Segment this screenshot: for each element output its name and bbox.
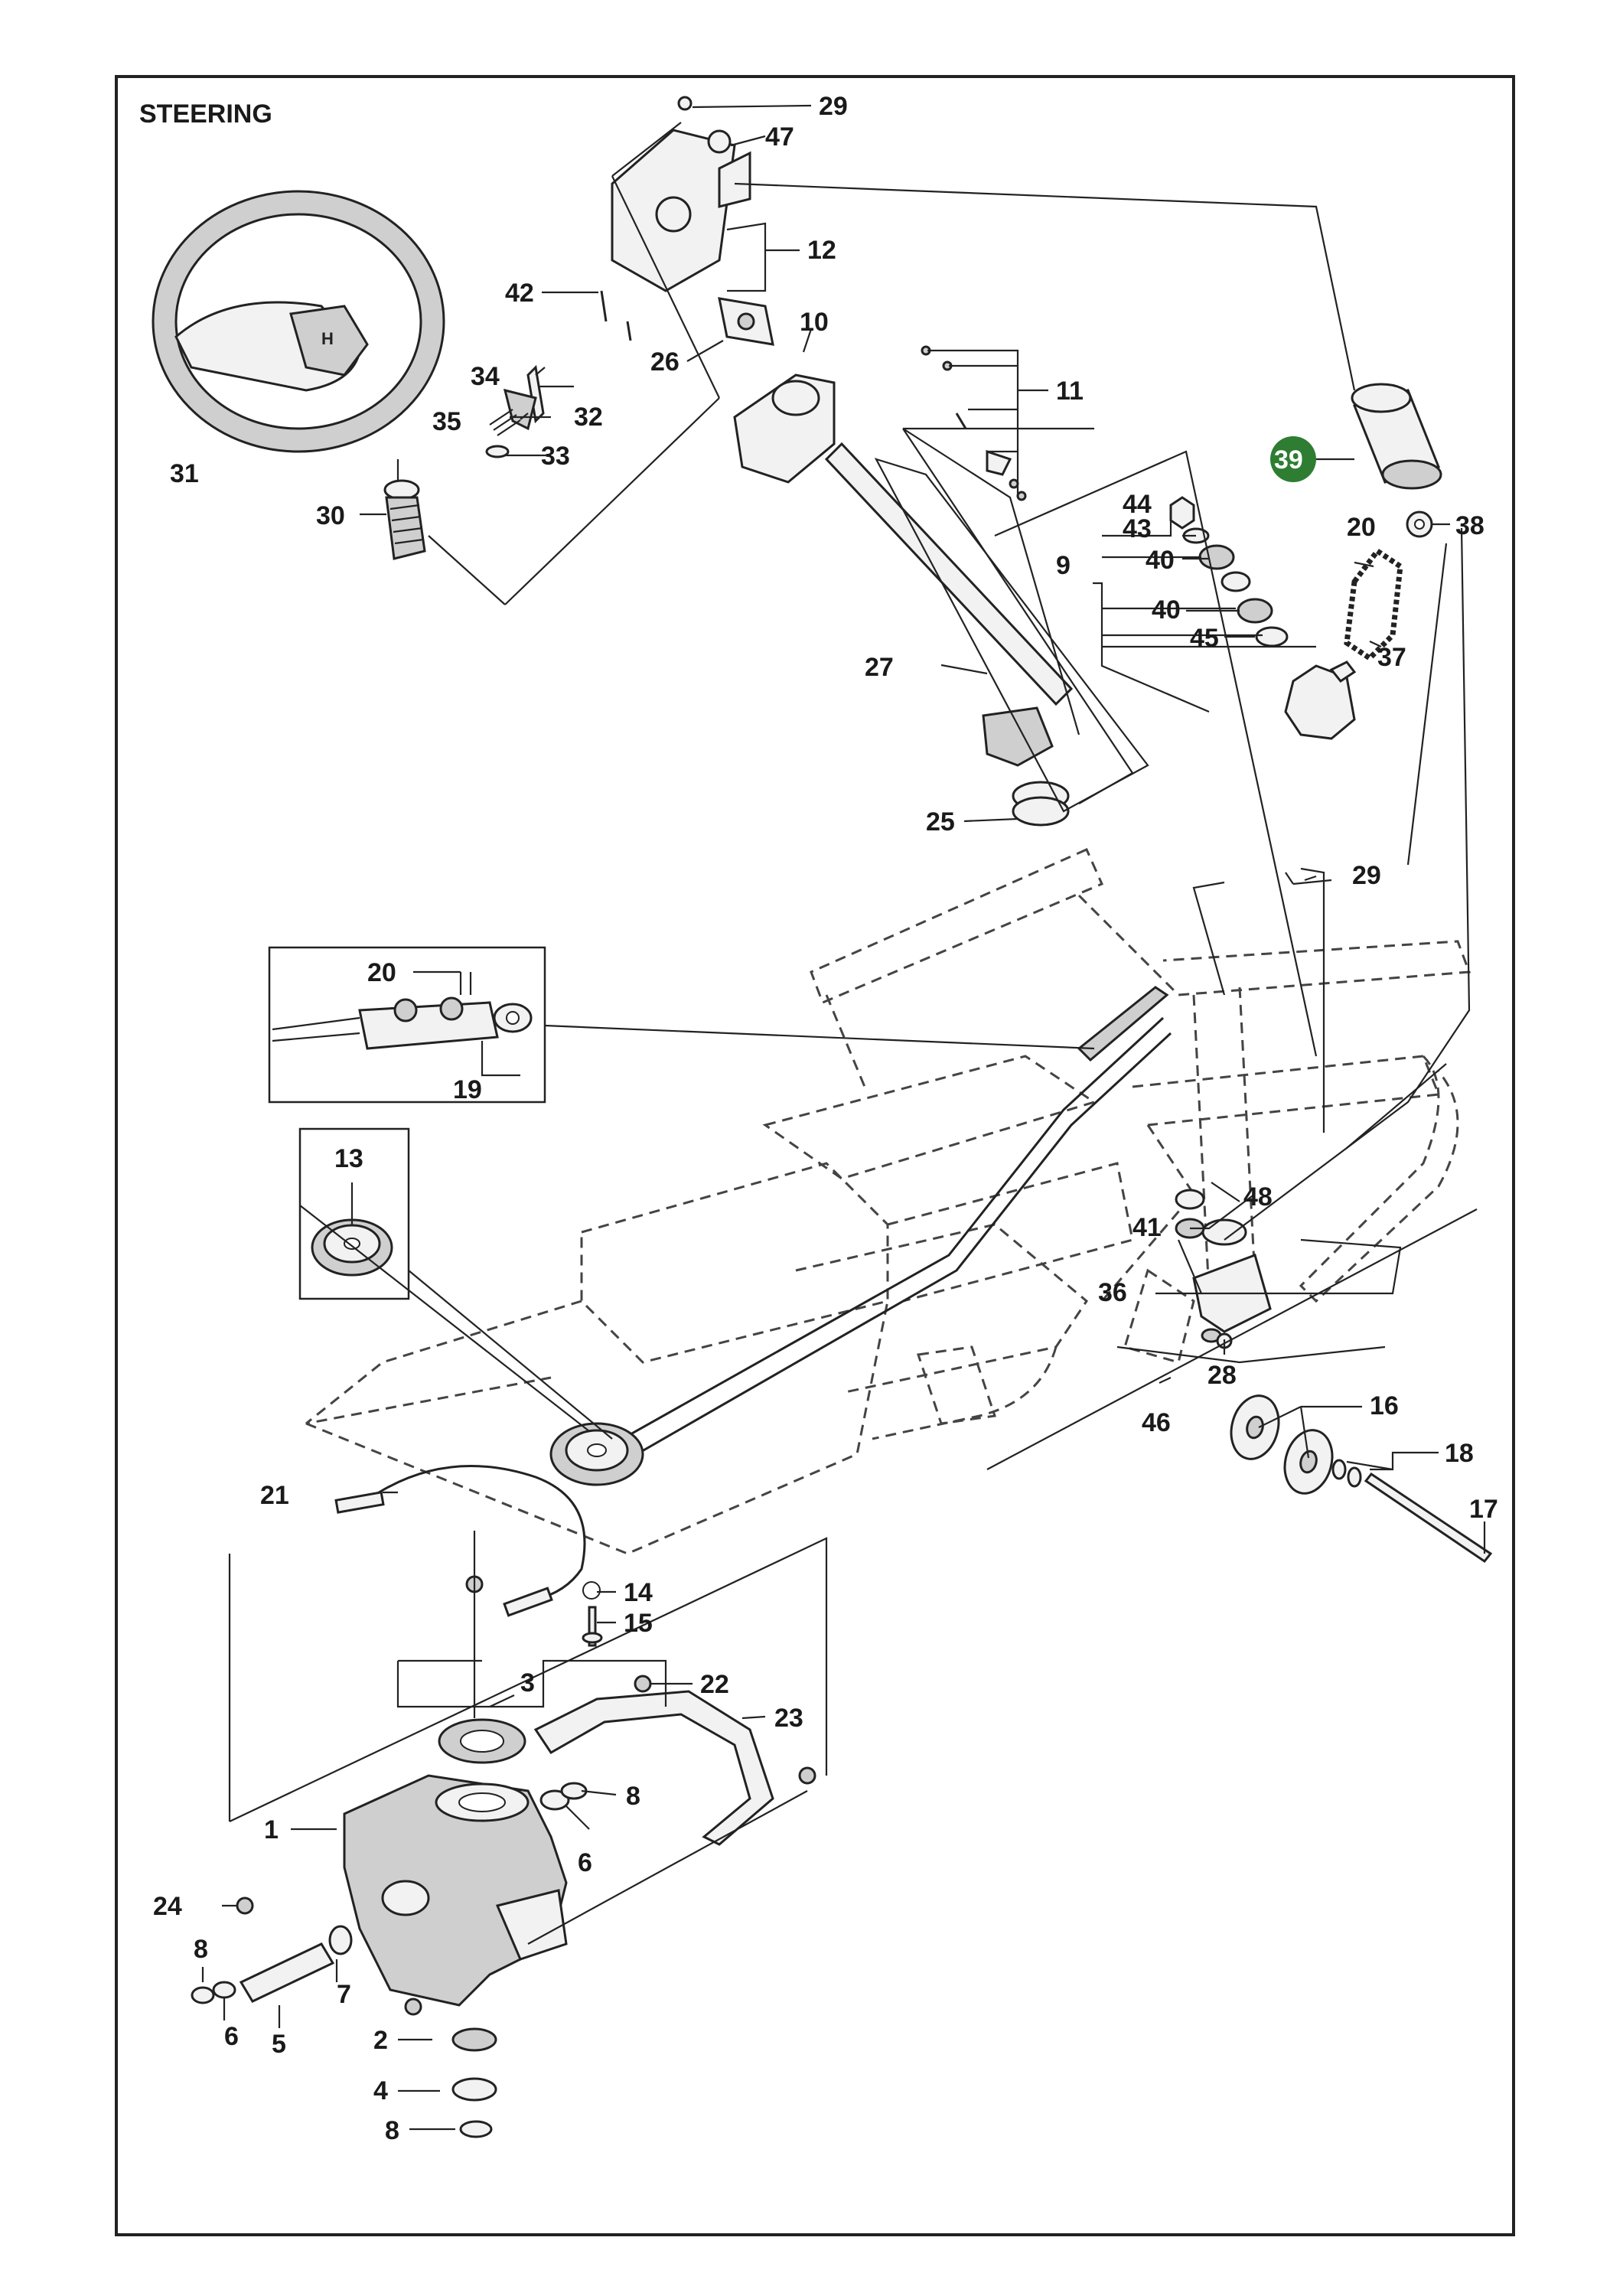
callout-39: 39 — [1274, 445, 1303, 475]
callout-31: 31 — [170, 459, 199, 488]
callout-15: 15 — [624, 1609, 653, 1638]
pins-set — [921, 345, 1027, 501]
sector-bracket — [465, 1575, 816, 1846]
callout-42: 42 — [505, 279, 534, 308]
bearings-and-rings — [191, 1718, 588, 2138]
steering-cable-run — [334, 986, 1172, 1617]
callout-16: 16 — [1370, 1391, 1399, 1420]
steering-gear-assembly — [1169, 496, 1357, 740]
callout-47: 47 — [765, 122, 794, 152]
callout-41: 41 — [1133, 1213, 1162, 1242]
callout-1: 1 — [264, 1815, 279, 1844]
callout-11: 11 — [1056, 377, 1084, 406]
callout-9: 9 — [1056, 551, 1071, 580]
callout-20-top: 20 — [1347, 513, 1376, 542]
detail-cable-clamp — [268, 946, 546, 1104]
callout-48: 48 — [1243, 1182, 1273, 1212]
callout-33: 33 — [541, 442, 570, 471]
callout-8-left: 8 — [194, 1935, 208, 1964]
callout-labels: 29 47 12 42 10 26 11 34 32 35 33 31 30 2… — [153, 92, 1498, 2145]
highlight-badge-39 — [1270, 436, 1316, 482]
steering-wheel: H — [152, 190, 445, 453]
callout-29-right: 29 — [1352, 861, 1381, 890]
callout-43: 43 — [1123, 514, 1152, 543]
callout-7: 7 — [337, 1980, 351, 2009]
steering-bolt-assembly — [485, 364, 545, 458]
callout-40-bottom: 40 — [1152, 595, 1181, 625]
center-pulley — [549, 1422, 644, 1486]
callout-2: 2 — [373, 2026, 388, 2055]
callout-21: 21 — [260, 1481, 289, 1510]
callout-32: 32 — [574, 403, 603, 432]
steering-spline-shaft — [383, 459, 426, 560]
callout-17: 17 — [1469, 1495, 1498, 1524]
callout-10: 10 — [800, 308, 829, 337]
callout-6-left: 6 — [224, 2022, 239, 2051]
callout-6-right: 6 — [578, 1848, 592, 1877]
diagram-title: STEERING — [139, 99, 272, 129]
callout-38: 38 — [1455, 511, 1484, 540]
steering-motor — [1351, 383, 1442, 490]
callout-19: 19 — [453, 1075, 482, 1104]
callout-18: 18 — [1445, 1439, 1474, 1468]
callout-12: 12 — [807, 236, 836, 265]
callout-26: 26 — [650, 347, 680, 377]
callout-44: 44 — [1123, 490, 1152, 519]
callout-34: 34 — [471, 362, 500, 391]
callout-8-right: 8 — [626, 1782, 640, 1811]
callout-4: 4 — [373, 2076, 388, 2105]
leader-lines — [201, 104, 1486, 2131]
svg-text:H: H — [321, 329, 334, 348]
callout-46: 46 — [1142, 1408, 1171, 1437]
callout-37: 37 — [1377, 643, 1406, 672]
callout-25: 25 — [926, 807, 955, 837]
callout-27: 27 — [865, 653, 894, 682]
callout-13: 13 — [334, 1144, 363, 1173]
callout-23: 23 — [774, 1704, 803, 1733]
callout-45: 45 — [1190, 624, 1219, 653]
callout-35: 35 — [432, 407, 461, 436]
diagram-border — [115, 75, 1515, 2236]
callout-29-top: 29 — [819, 92, 848, 121]
callout-24: 24 — [153, 1892, 182, 1921]
callout-22: 22 — [700, 1670, 729, 1699]
callout-40-top: 40 — [1146, 546, 1175, 575]
steering-gearbox-housing — [343, 1774, 568, 2007]
callout-3: 3 — [520, 1668, 535, 1698]
guide-pulleys — [1230, 1394, 1493, 1564]
callout-28: 28 — [1207, 1361, 1237, 1390]
drive-sprocket — [1406, 510, 1433, 538]
callout-30: 30 — [316, 501, 345, 530]
callout-5: 5 — [272, 2030, 286, 2059]
callout-36: 36 — [1098, 1278, 1127, 1307]
dashboard-bracket — [600, 96, 774, 346]
callout-20-detail: 20 — [367, 958, 396, 987]
drive-chain — [1344, 547, 1403, 662]
callout-8-bottom: 8 — [385, 2116, 399, 2145]
callout-14: 14 — [624, 1578, 653, 1607]
